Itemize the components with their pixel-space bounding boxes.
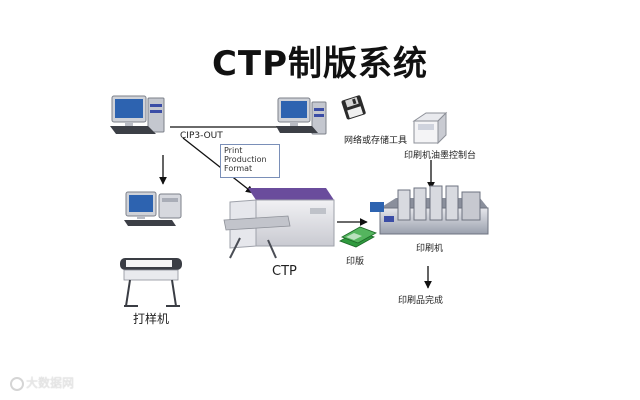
computer-icon	[276, 97, 327, 135]
network-storage-label: 网络或存储工具	[344, 136, 408, 146]
connectors	[159, 126, 435, 289]
proofer-plotter-icon	[120, 258, 182, 307]
press-label: 印刷机	[416, 244, 444, 254]
printing-plate-icon	[339, 226, 377, 248]
computer-icon	[110, 95, 165, 134]
watermark-text: 大数据网	[26, 376, 75, 390]
plate-label: 印版	[346, 257, 365, 267]
cip3-out-label: CIP3-OUT	[180, 131, 223, 141]
ppf-line-1: Print	[224, 146, 243, 155]
ppf-line-2: Production	[224, 155, 267, 164]
watermark-logo-icon	[10, 377, 24, 391]
page-title: CTP制版系统	[211, 44, 429, 84]
ink-console-label: 印刷机油墨控制台	[404, 151, 477, 161]
ctp-platesetter-icon	[223, 188, 335, 259]
proofer-label: 打样机	[133, 312, 170, 326]
printing-press-icon	[370, 185, 489, 235]
diag-arrow-to-ctp	[182, 137, 254, 194]
ppf-line-3: Format	[224, 164, 253, 173]
computer-icon	[124, 191, 182, 226]
floppy-disk-icon	[341, 95, 366, 120]
ink-console-icon	[412, 111, 448, 145]
ctp-label: CTP	[272, 264, 297, 279]
print-production-format-box: Print Production Format	[220, 144, 280, 178]
finished-label: 印刷品完成	[398, 296, 444, 306]
